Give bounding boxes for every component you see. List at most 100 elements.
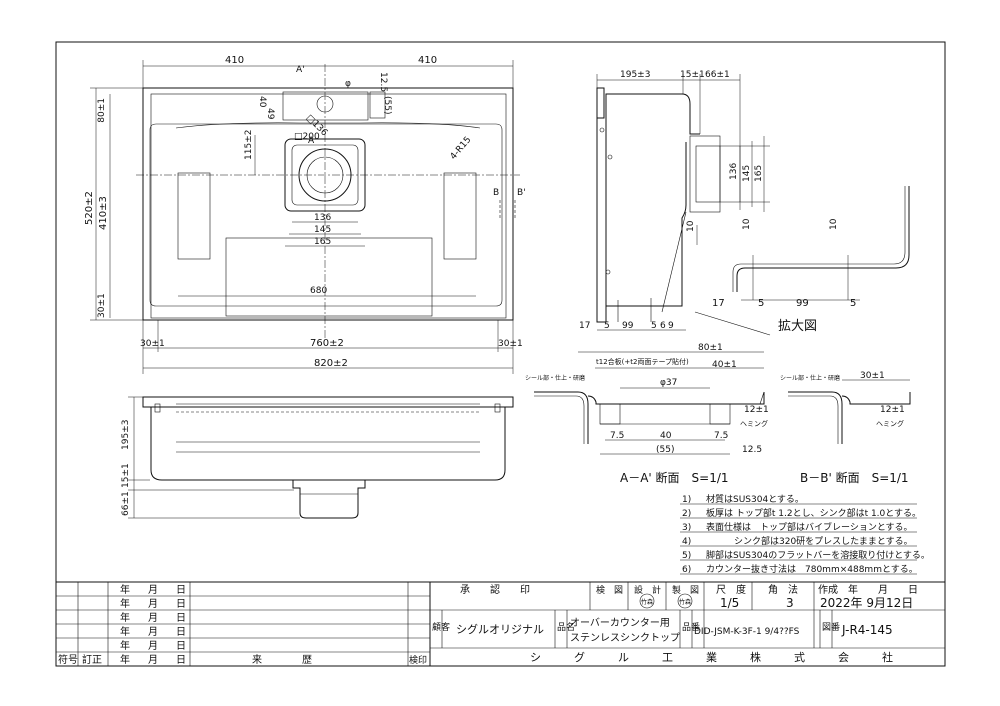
- note-3-text: 表面仕様は トップ部はバイブレーションとする。: [706, 521, 913, 533]
- secA-dim-80: 80±1: [698, 343, 723, 353]
- rev-row-1: 年 月 日: [120, 583, 186, 596]
- dim-80: 80±1: [97, 98, 107, 123]
- svg-text:月: 月: [148, 584, 158, 596]
- tb-design: 設 計: [634, 584, 661, 596]
- dim-49: 49: [265, 108, 275, 120]
- note-2-text: 板厚は トップ部t 1.2とし、シンク部はt 1.0とする。: [706, 507, 921, 519]
- svg-text:月: 月: [148, 598, 158, 610]
- detail-title: 拡大図: [778, 319, 817, 334]
- note-6-num: 6): [682, 565, 691, 575]
- dim-410-right: 410: [418, 55, 437, 66]
- dim-40: 40: [257, 96, 267, 108]
- rev-row-5: 年 月 日: [120, 639, 186, 652]
- side-dim-195: 195±3: [620, 70, 650, 80]
- svg-text:年: 年: [120, 611, 130, 624]
- detail-dim-99: 99: [796, 298, 809, 309]
- bowl-outline: [149, 123, 503, 307]
- notes-block: 1) 材質はSUS304とする。 2) 板厚は トップ部t 1.2とし、シンク部…: [680, 493, 930, 575]
- secA-note-plywood: t12合板(+t2両面テープ貼付): [596, 357, 689, 366]
- tb-scale-label: 尺 度: [716, 583, 746, 596]
- secA-note-seal: シール部・仕上・研磨: [525, 374, 585, 382]
- tb-drawing-label: 図番: [822, 621, 840, 633]
- tb-customer-value: シグルオリジナル: [456, 622, 544, 636]
- front-dim-66: 66±1: [121, 491, 131, 516]
- svg-text:年: 年: [120, 583, 130, 596]
- tb-customer-label: 顧客: [432, 621, 450, 633]
- note-2-num: 2): [682, 509, 691, 519]
- dim-4-r15: 4-R15: [449, 135, 474, 162]
- dim-145: 145: [314, 225, 331, 235]
- pad-right: [443, 172, 477, 260]
- side-dim-136: 136: [729, 163, 739, 180]
- side-dim-99: 99: [622, 321, 634, 331]
- overflow-box: [282, 91, 369, 121]
- secB-dim-12: 12±1: [880, 405, 905, 415]
- svg-text:日: 日: [176, 627, 186, 638]
- rev-row-2: 年 月 日: [120, 597, 186, 610]
- dim-760: 760±2: [310, 338, 344, 349]
- section-a: 80±1 t12合板(+t2両面テープ貼付) 40±1 φ37 シール部・仕上・…: [525, 343, 769, 485]
- tb-drawing-value: J-R4-145: [841, 623, 893, 637]
- tb-created-label: 作成 年 月 日: [818, 583, 918, 596]
- svg-text:月: 月: [148, 640, 158, 652]
- rev-footer-row: 符号 訂正 年 月 日 来 歴 検印: [58, 653, 427, 666]
- note-3-num: 3): [682, 523, 691, 533]
- front-dim-15: 15±1: [121, 463, 131, 488]
- secA-note-hemming: ヘミング: [740, 419, 768, 428]
- side-dim-5a: 5: [604, 321, 610, 331]
- note-5-text: 脚部はSUS304のフラットバーを溶接取り付けとする。: [706, 549, 930, 561]
- secA-dim-7-5a: 7.5: [610, 431, 624, 441]
- section-b: 30±1 シール部・仕上・研磨 12±1 ヘミング B－B' 断面 S=1/1: [780, 371, 911, 485]
- side-dim-6: 6: [660, 321, 666, 331]
- detail-dim-5a: 5: [758, 298, 764, 309]
- enlarged-detail: 10 10 17 5 99 5 拡大図: [712, 186, 910, 334]
- detail-dim-17: 17: [712, 298, 725, 309]
- dim-phi: φ: [345, 79, 351, 89]
- pad-center: [225, 237, 433, 317]
- dim-30-right: 30±1: [498, 339, 523, 349]
- tb-product-line2: ステンレスシンクトップ: [570, 632, 680, 644]
- side-dim-9: 9: [668, 321, 674, 331]
- svg-text:来 歴: 来 歴: [252, 654, 312, 666]
- side-view: 195±3 15±1 66±1 136 145 165 10 17 5 99 5…: [579, 70, 771, 336]
- top-outline: [142, 87, 514, 321]
- detail-dim-10a: 10: [742, 218, 752, 230]
- section-label-a2: A': [296, 65, 305, 75]
- note-4-text: シンク部は320研をプレスしたままとする。: [734, 535, 913, 547]
- section-label-b2: B': [517, 188, 526, 198]
- side-dim-5b: 5: [651, 321, 657, 331]
- note-1-num: 1): [682, 495, 691, 505]
- tb-angle-value: 3: [786, 596, 794, 610]
- section-b-title: B－B' 断面 S=1/1: [800, 470, 909, 485]
- tb-product-line1: オーバーカウンター用: [570, 617, 670, 629]
- section-a-title: A－A' 断面 S=1/1: [620, 470, 729, 485]
- drafting-stamp-text: 竹森: [679, 598, 691, 606]
- svg-text:日: 日: [176, 585, 186, 596]
- detail-dim-10b: 10: [829, 218, 839, 230]
- note-1-text: 材質はSUS304とする。: [706, 493, 804, 505]
- top-inner-line: [150, 93, 507, 319]
- tb-partno-label: 品番: [682, 621, 700, 633]
- tb-inspection: 検 図: [596, 584, 623, 596]
- detail-dim-5b: 5: [850, 298, 856, 309]
- top-view: 410 410 12.5 (55) 40 49 □136 □200 φ 4-R1…: [84, 55, 526, 374]
- side-dim-17: 17: [579, 321, 590, 331]
- side-dim-145: 145: [742, 165, 752, 182]
- drafting-stamp: [677, 593, 693, 609]
- dim-136: 136: [314, 213, 331, 223]
- side-dim-15: 15±1: [680, 70, 705, 80]
- tb-created-value: 2022年 9月12日: [820, 596, 913, 610]
- svg-text:月: 月: [148, 654, 158, 666]
- rev-row-3: 年 月 日: [120, 611, 186, 624]
- dim-12-5: 12.5: [378, 72, 388, 92]
- side-dim-165: 165: [754, 165, 764, 182]
- note-4-num: 4): [682, 537, 691, 547]
- note-5-num: 5): [682, 551, 691, 561]
- design-stamp-text: 竹森: [641, 598, 653, 606]
- note-6-text: カウンター抜き寸法は 780mm×488mmとする。: [706, 563, 918, 575]
- svg-text:年: 年: [120, 597, 130, 610]
- svg-text:年: 年: [120, 639, 130, 652]
- front-view: 195±3 15±1 66±1: [121, 396, 514, 519]
- svg-text:年: 年: [120, 653, 130, 666]
